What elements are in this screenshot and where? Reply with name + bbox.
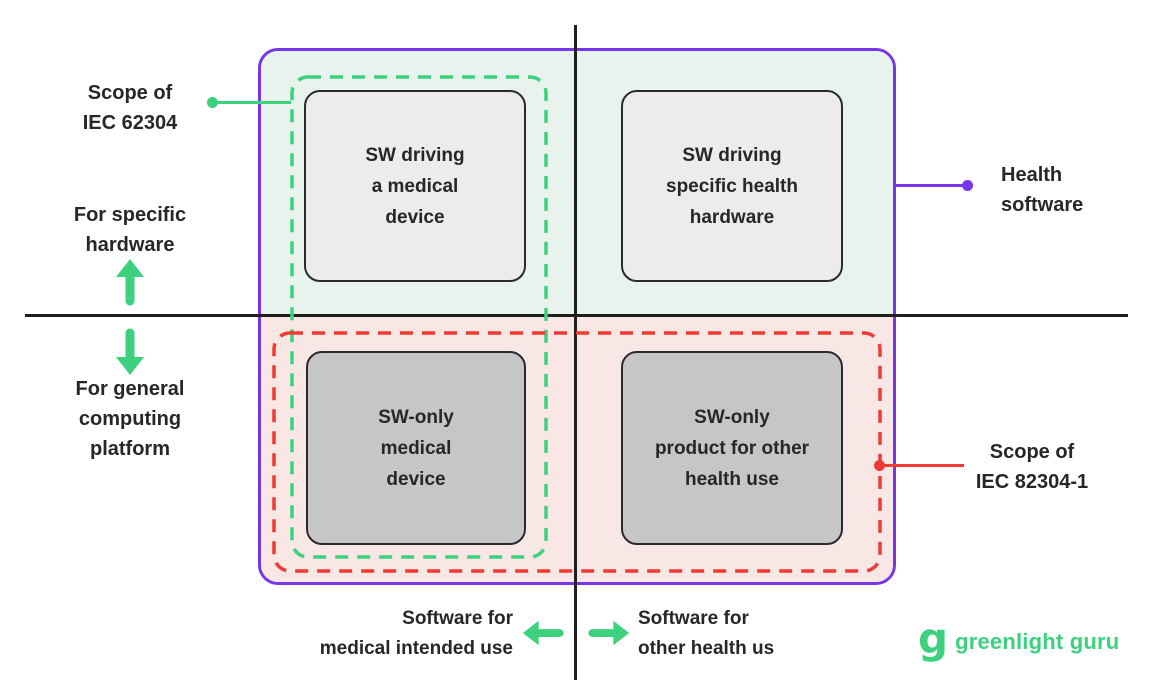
connector-iec-62304 <box>207 97 291 108</box>
callout-health-software: Health software <box>1001 164 1084 216</box>
box-sw-driving-health-hardware: SW driving specific health hardware <box>621 90 843 282</box>
box-sw-only-other-health-label: SW-only product for other health use <box>654 406 810 490</box>
box-sw-driving-medical-device-label: SW driving a medical device <box>365 144 465 228</box>
greenlight-guru-wordmark: greenlight guru <box>955 629 1120 654</box>
arrow-left-icon <box>522 620 564 646</box>
axis-label-specific-hardware: For specific hardware <box>73 204 187 256</box>
box-sw-only-medical-device: SW-only medical device <box>306 351 526 545</box>
greenlight-guru-logo: g greenlight guru <box>918 614 1120 663</box>
box-sw-only-medical-device-label: SW-only medical device <box>378 406 454 490</box>
axis-label-medical-intended-use: Software for medical intended use <box>319 608 513 659</box>
box-sw-driving-health-hardware-label: SW driving specific health hardware <box>666 144 798 228</box>
callout-scope-iec-82304: Scope of IEC 82304-1 <box>975 441 1089 493</box>
box-sw-only-other-health: SW-only product for other health use <box>621 351 843 545</box>
connector-iec-82304-dot-icon <box>874 460 885 471</box>
greenlight-guru-g-icon: g <box>918 614 949 663</box>
iec-62304-scope-outline <box>290 75 548 559</box>
arrow-right-icon <box>588 620 630 646</box>
box-sw-driving-medical-device: SW driving a medical device <box>304 90 526 282</box>
arrow-down-icon <box>116 328 144 375</box>
axis-label-other-health-use: Software for other health us <box>638 608 775 659</box>
axis-label-general-computing: For general computing platform <box>75 378 185 460</box>
connector-health-software-dot-icon <box>962 180 973 191</box>
connector-health-software <box>896 180 973 191</box>
arrow-up-icon <box>116 259 144 306</box>
horizontal-axis-line <box>25 314 1128 317</box>
callout-scope-iec-62304: Scope of IEC 62304 <box>82 82 178 134</box>
iec-82304-scope-outline <box>272 331 882 573</box>
vertical-axis-line <box>574 25 577 680</box>
connector-iec-82304 <box>874 460 964 471</box>
connector-iec-62304-dot-icon <box>207 97 218 108</box>
